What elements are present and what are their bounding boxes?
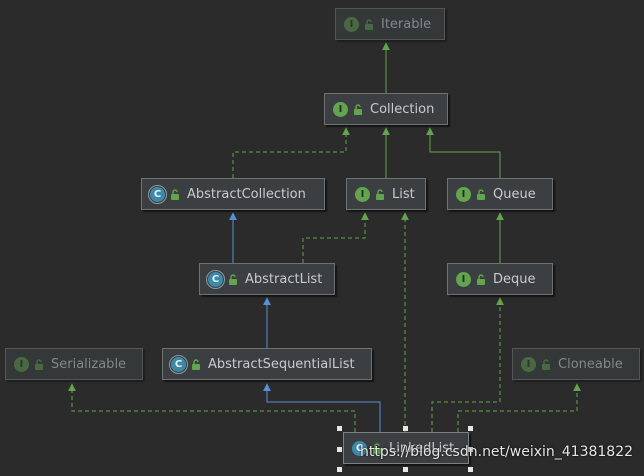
edge-abstractlist-list <box>302 212 369 263</box>
lock-icon <box>228 273 238 285</box>
lock-icon <box>34 358 44 370</box>
node-label: List <box>392 186 415 202</box>
node-label: Deque <box>493 271 536 287</box>
interface-icon: I <box>14 356 29 372</box>
abstract-class-icon: C <box>206 269 225 289</box>
selection-handle[interactable] <box>337 467 342 472</box>
interface-icon: I <box>521 356 536 372</box>
selection-handle[interactable] <box>468 467 473 472</box>
node-cloneable[interactable]: I Cloneable <box>512 348 640 380</box>
edge-linkedlist-deque <box>431 297 504 432</box>
node-list[interactable]: I List <box>346 178 426 210</box>
node-abstract-sequential-list[interactable]: C AbstractSequentialList <box>162 348 372 380</box>
node-label: AbstractSequentialList <box>208 356 355 372</box>
interface-icon: I <box>456 186 471 202</box>
lock-icon <box>170 188 180 200</box>
edge-linkedlist-cloneable <box>457 383 581 432</box>
interface-icon: I <box>355 186 370 202</box>
edge-linkedlist-abstractsequentiallist <box>263 383 381 432</box>
node-iterable[interactable]: I Iterable <box>335 8 445 40</box>
node-label: Queue <box>493 186 536 202</box>
lock-icon <box>191 358 201 370</box>
node-queue[interactable]: I Queue <box>447 178 553 210</box>
interface-icon: I <box>456 271 471 287</box>
lock-icon <box>541 358 551 370</box>
edge-linkedlist-serializable <box>68 383 356 432</box>
selection-handle[interactable] <box>337 426 342 431</box>
node-label: AbstractList <box>245 271 323 287</box>
node-label: Collection <box>370 101 435 117</box>
node-collection[interactable]: I Collection <box>324 93 448 125</box>
abstract-class-icon: C <box>148 184 167 204</box>
abstract-class-icon: C <box>169 354 188 374</box>
edge-queue-collection <box>426 127 501 178</box>
selection-handle[interactable] <box>468 426 473 431</box>
selection-handle[interactable] <box>403 467 408 472</box>
lock-icon <box>372 442 382 454</box>
node-deque[interactable]: I Deque <box>447 263 553 295</box>
lock-icon <box>375 188 385 200</box>
edge-abstractcollection-collection <box>232 127 350 178</box>
lock-icon <box>353 103 363 115</box>
node-serializable[interactable]: I Serializable <box>5 348 143 380</box>
node-label: Iterable <box>381 16 432 32</box>
node-label: Cloneable <box>558 356 623 372</box>
node-abstract-collection[interactable]: C AbstractCollection <box>141 178 325 210</box>
watermark-text: https://blog.csdn.net/weixin_41381822 <box>360 444 634 460</box>
lock-icon <box>476 273 486 285</box>
lock-icon <box>476 188 486 200</box>
node-linked-list[interactable]: C LinkedList <box>343 432 469 464</box>
selection-handle[interactable] <box>337 447 342 452</box>
node-label: AbstractCollection <box>187 186 306 202</box>
interface-icon: I <box>344 16 359 32</box>
node-label: LinkedList <box>389 440 455 456</box>
node-abstract-list[interactable]: C AbstractList <box>199 263 335 295</box>
lock-icon <box>364 18 374 30</box>
node-label: Serializable <box>51 356 127 372</box>
class-icon: C <box>352 440 367 456</box>
selection-handle[interactable] <box>468 447 473 452</box>
selection-handle[interactable] <box>403 426 408 431</box>
interface-icon: I <box>333 101 348 117</box>
